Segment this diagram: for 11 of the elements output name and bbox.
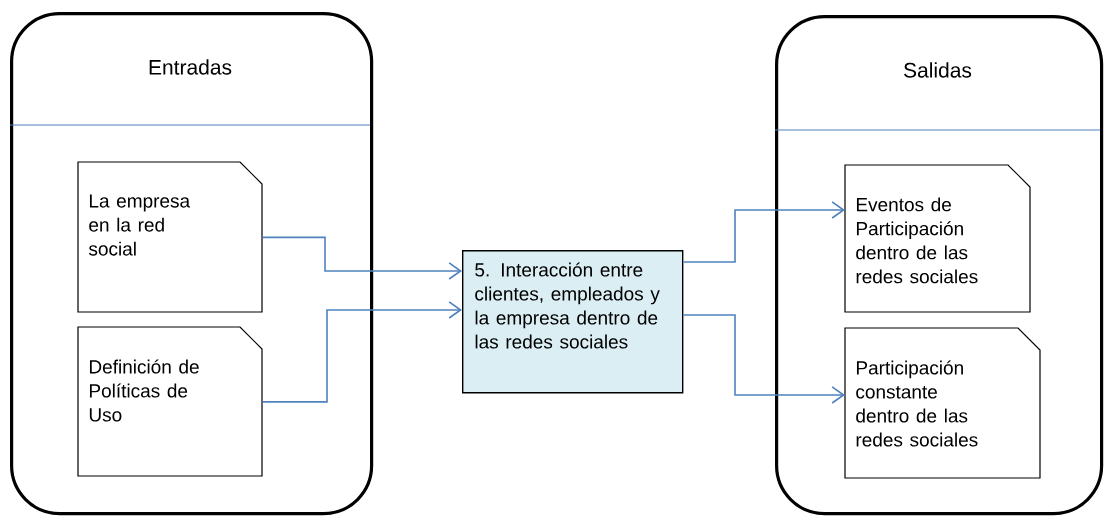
arrow [682, 314, 845, 404]
heading: Salidas [904, 62, 972, 78]
heading: Entradas [149, 59, 232, 75]
process-box: 5. Interacción entre clientes, empleados y la empresa dentro de las redes sociales [462, 250, 684, 394]
document-box: Eventos de Participación dentro de las redes sociales [844, 164, 1031, 313]
document-box: La empresa en la red social [77, 161, 263, 313]
arrow [262, 236, 462, 280]
document-box: Participación constante dentro de las redes sociales [844, 327, 1041, 479]
document-box: Definición de Políticas de Uso [77, 326, 263, 477]
arrow [682, 201, 845, 263]
arrow [262, 301, 462, 403]
